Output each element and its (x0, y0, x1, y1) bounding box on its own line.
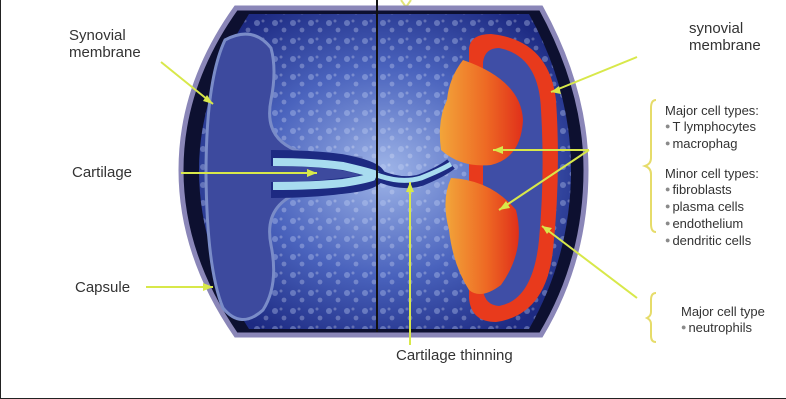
bullet-dot-icon: ● (665, 121, 670, 131)
major-cell-types-heading: Major cell types: (665, 103, 759, 118)
bullet-dot-icon: ● (665, 218, 670, 228)
list-item: ●endothelium (665, 216, 751, 233)
list-item: ●fibroblasts (665, 182, 751, 199)
list-item: ●dendritic cells (665, 233, 751, 250)
label-cartilage: Cartilage (72, 164, 132, 181)
minor-cell-types-heading: Minor cell types: (665, 166, 759, 181)
bullet-dot-icon: ● (665, 201, 670, 211)
label-line: synovial (689, 20, 761, 37)
minor-cell-types-list: ●fibroblasts ●plasma cells ●endothelium … (665, 182, 751, 250)
bracket-neutrophils (647, 293, 656, 342)
bullet-dot-icon: ● (681, 322, 686, 332)
list-item: ●T lymphocytes (665, 119, 756, 136)
bullet-dot-icon: ● (665, 235, 670, 245)
bullet-dot-icon: ● (665, 138, 670, 148)
list-item: ●macrophag (665, 136, 756, 153)
label-synovial-membrane-left: Synovial membrane (69, 27, 141, 61)
bracket-major-minor (645, 100, 656, 232)
label-line: membrane (689, 37, 761, 54)
fluid-cell-type-heading: Major cell type (681, 304, 765, 319)
label-line: membrane (69, 44, 141, 61)
bullet-dot-icon: ● (665, 184, 670, 194)
fluid-cell-type-list: ●neutrophils (681, 320, 752, 337)
label-capsule: Capsule (75, 279, 130, 296)
list-item: ●plasma cells (665, 199, 751, 216)
list-item: ●neutrophils (681, 320, 752, 337)
label-cartilage-thinning: Cartilage thinning (396, 347, 513, 364)
label-line: Synovial (69, 27, 141, 44)
major-cell-types-list: ●T lymphocytes ●macrophag (665, 119, 756, 153)
label-synovial-membrane-right: synovial membrane (689, 20, 761, 54)
